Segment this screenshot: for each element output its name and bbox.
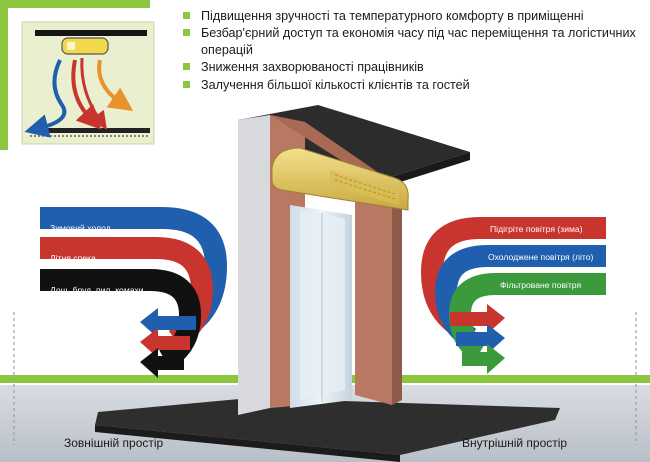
inside-label-heated-air: Підігріте повітря (зима) bbox=[490, 224, 583, 234]
outside-arrows bbox=[40, 207, 228, 378]
airflow-arrows-icon bbox=[21, 21, 155, 145]
outside-space-label: Зовнішній простір bbox=[64, 436, 164, 450]
bullet-square-icon bbox=[183, 29, 190, 37]
benefit-item: Зниження захворюваності працівників bbox=[183, 59, 643, 75]
accent-bar-top bbox=[0, 0, 150, 8]
accent-bar-left bbox=[0, 0, 8, 150]
inside-label-filtered-air: Фільтроване повітря bbox=[500, 280, 582, 290]
inside-label-cooled-air: Охолоджене повітря (літо) bbox=[488, 252, 594, 262]
bullet-square-icon bbox=[183, 12, 190, 19]
benefits-list: Підвищення зручності та температурного к… bbox=[183, 8, 643, 93]
outside-label-rain-dirt: Дощ, бруд, пил, комахи bbox=[50, 285, 144, 295]
benefit-item: Безбар'єрний доступ та економія часу під… bbox=[183, 25, 643, 58]
doorway-structure bbox=[95, 105, 560, 462]
bullet-square-icon bbox=[183, 80, 190, 88]
outside-label-summer-heat: Літня спека bbox=[50, 253, 96, 263]
inside-arrows bbox=[420, 217, 606, 374]
inside-space-label: Внутрішній простір bbox=[462, 436, 568, 450]
air-curtain-unit-icon bbox=[271, 147, 409, 211]
benefit-item: Підвищення зручності та температурного к… bbox=[183, 8, 643, 24]
bullet-square-icon bbox=[183, 63, 190, 71]
benefit-item: Залучення більшої кількості клієнтів та … bbox=[183, 77, 643, 93]
outside-label-winter-cold: Зимовий холод bbox=[50, 223, 111, 233]
